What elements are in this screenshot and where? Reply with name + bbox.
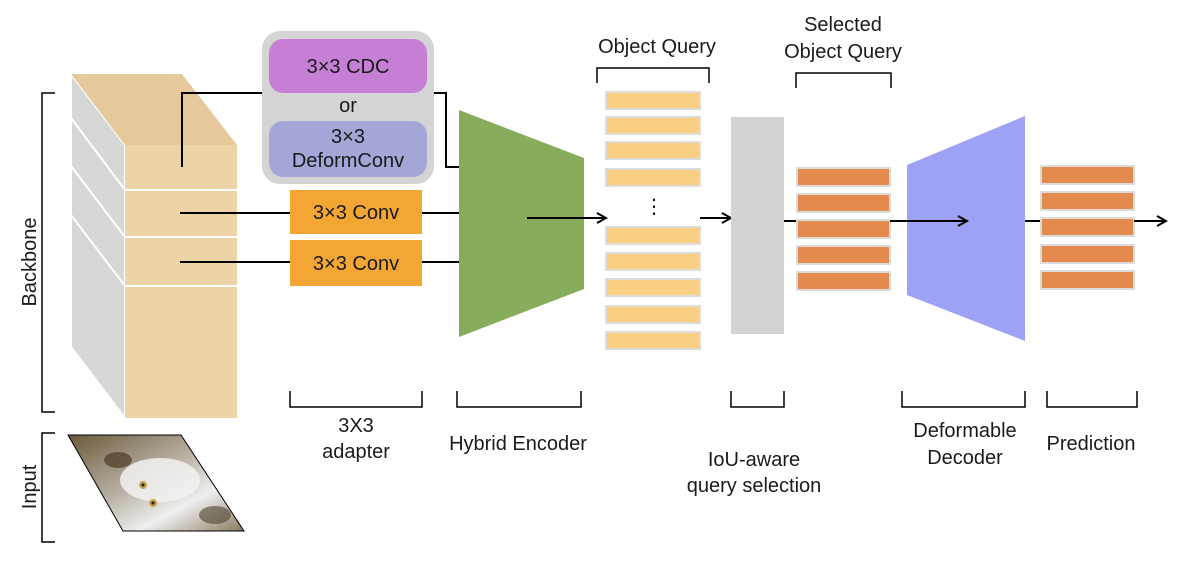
cdc-box <box>269 39 427 93</box>
hybrid-encoder-shape <box>459 110 584 337</box>
prediction-bar <box>1040 217 1135 237</box>
prediction-bar <box>1040 165 1135 185</box>
selected-query-bar <box>796 271 891 291</box>
selection-bracket <box>730 391 785 408</box>
selected-query-title-line2: Object Query <box>784 41 902 63</box>
deformable-decoder-shape <box>907 116 1025 341</box>
object-query-ellipsis: ⋮ <box>644 196 664 218</box>
prediction-bar <box>1040 244 1135 264</box>
backbone-front-face <box>125 145 237 418</box>
deformconv-label-line2: DeformConv <box>292 150 404 172</box>
input-bracket <box>41 432 55 543</box>
bottom-brackets <box>289 391 1138 408</box>
backbone-bracket <box>41 92 55 413</box>
selected-query-bar <box>796 167 891 187</box>
iou-label-line1: IoU-aware <box>708 449 800 471</box>
cdc-label: 3×3 CDC <box>307 56 390 78</box>
adapter-bracket <box>289 391 423 408</box>
selected-query-title-line1: Selected <box>804 14 882 36</box>
selected-query-bracket <box>795 72 892 88</box>
conv-box-1 <box>290 190 422 234</box>
object-query-bracket <box>596 67 710 83</box>
prediction-stack <box>1040 165 1135 290</box>
conv-box-1-label: 3×3 Conv <box>313 202 399 224</box>
prediction-bracket <box>1046 391 1138 408</box>
object-query-bar <box>605 226 701 245</box>
object-query-bar <box>605 252 701 271</box>
backbone-label: Backbone <box>19 218 41 307</box>
decoder-bracket <box>901 391 1026 408</box>
decoder-label-line2: Decoder <box>927 447 1003 469</box>
object-query-bar <box>605 331 701 350</box>
prediction-label: Prediction <box>1047 433 1136 455</box>
decoder-label-line1: Deformable <box>913 420 1016 442</box>
prediction-bar <box>1040 191 1135 211</box>
input-label: Input <box>19 464 41 509</box>
object-query-bar <box>605 305 701 324</box>
deformconv-label-line1: 3×3 <box>331 126 365 148</box>
iou-query-selector <box>731 117 784 334</box>
adapter-connectors <box>180 92 459 263</box>
hybrid-encoder-label: Hybrid Encoder <box>449 433 587 455</box>
object-query-bar <box>605 141 701 160</box>
adapter-label-line1: 3X3 <box>338 415 374 437</box>
conv-box-2 <box>290 240 422 286</box>
object-query-title: Object Query <box>598 36 716 58</box>
iou-label-line2: query selection <box>687 475 822 497</box>
or-label: or <box>339 95 357 117</box>
object-query-bar <box>605 168 701 187</box>
selected-query-bar <box>796 245 891 265</box>
backbone-block <box>70 71 237 421</box>
prediction-bar <box>1040 270 1135 290</box>
object-query-bar <box>605 116 701 135</box>
input-image <box>67 434 245 532</box>
deformconv-box <box>269 121 427 177</box>
selected-query-bar <box>796 193 891 213</box>
object-query-stack <box>605 91 701 350</box>
selected-query-bar <box>796 219 891 239</box>
object-query-bar <box>605 278 701 297</box>
encoder-bracket <box>456 391 582 408</box>
backbone-top-face <box>71 74 237 145</box>
selected-query-stack <box>796 167 891 291</box>
conv-box-2-label: 3×3 Conv <box>313 253 399 275</box>
object-query-bar <box>605 91 701 110</box>
adapter-label-line2: adapter <box>322 441 390 463</box>
